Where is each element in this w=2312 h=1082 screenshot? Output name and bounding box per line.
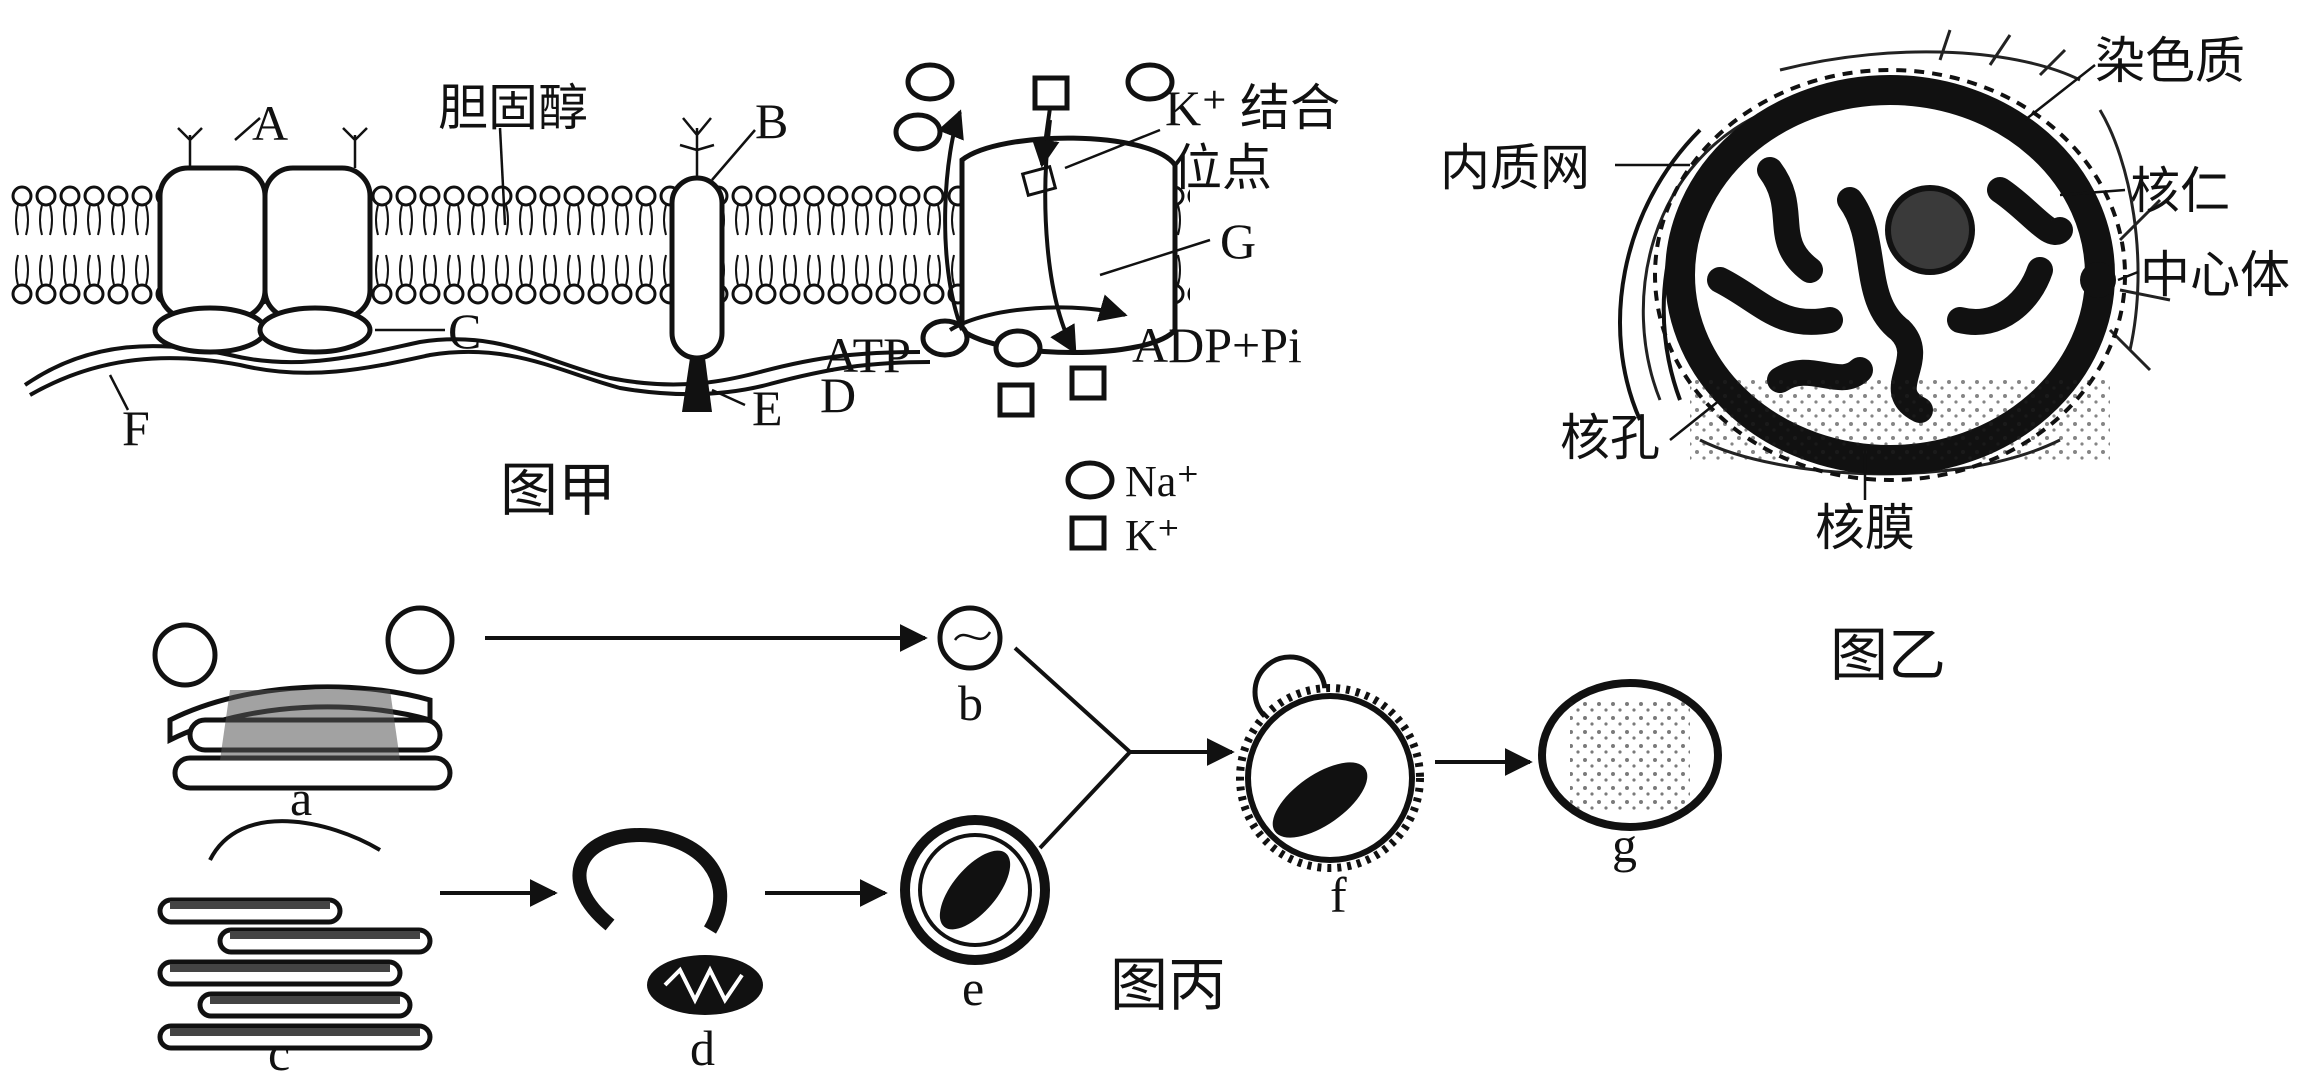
leader-b [711,129,756,181]
caption-yi: 图乙 [1830,623,1946,688]
label-adp-pi: ADP+Pi [1132,317,1302,373]
autophagosome-e-inner [918,833,1032,947]
peripheral-protein-c [152,305,373,355]
golgi-apparatus [152,605,455,791]
centrosome [2080,262,2116,298]
na-ion [905,62,955,102]
label-k-binding-site: 位点 [1172,140,1272,196]
protein-b [669,117,725,412]
label-c-organelle: c [268,1025,290,1081]
label-g: G [1220,213,1256,269]
converge-lines [1013,646,1133,850]
leader-k-site [1064,128,1161,170]
legend: Na⁺ K⁺ [1065,457,1200,560]
atp-arrow [948,294,1128,332]
leader-g [1099,238,1211,277]
label-chromatin: 染色质 [2095,33,2245,89]
autophagosome-e-mito [939,850,1011,930]
figure-jia-membrane: A 胆固醇 B C D E F G K⁺ 结合 位点 ATP ADP+Pi 图甲… [10,62,1340,560]
label-g-organelle: g [1612,817,1637,873]
leader-nucleolus [2059,188,2126,197]
figure-yi-nucleus: 染色质 内质网 核仁 中心体 核孔 核膜 图乙 [1440,29,2290,688]
leader-chromatin [2024,64,2096,121]
leader-a [234,117,261,141]
leader-cholesterol [498,127,507,226]
mitochondrion-d [647,955,763,1015]
label-nuclear-pore: 核孔 [1560,410,1660,466]
phagophore-d [572,827,728,934]
na-ion [1125,62,1175,102]
mitochondrion-d-cristae [663,965,744,1005]
label-nuclear-membrane: 核膜 [1815,500,1915,556]
label-b-organelle: b [958,675,983,731]
label-a: A [252,95,288,151]
na-ion [893,112,943,152]
caption-jia: 图甲 [500,458,616,523]
leader-e [711,388,746,407]
lysosome-b-content [953,631,992,641]
autolysosome-f-mito [1272,762,1368,838]
na-out-arrow [937,109,964,331]
label-f-organelle: f [1330,867,1347,923]
ions [893,62,1175,418]
label-k-binding: K⁺ 结合 [1165,80,1340,136]
residual-body-g-content [1570,700,1690,810]
label-centrosome: 中心体 [2140,247,2290,303]
legend-k-label: K⁺ [1125,511,1180,560]
label-atp: ATP [822,327,911,383]
label-cholesterol: 胆固醇 [438,80,588,136]
label-e: E [752,380,783,436]
k-binding-arrow [1031,107,1060,168]
label-a-organelle: a [290,770,312,826]
label-b: B [755,93,788,149]
label-e-organelle: e [962,960,984,1016]
legend-na-symbol [1065,460,1115,500]
label-c: C [448,303,481,359]
endoplasmic-reticulum [1618,128,1702,421]
autolysosome-f-ring [1245,693,1415,863]
leader-centrosome [2117,270,2139,282]
stipple-bottom [1690,380,2110,460]
label-d-organelle: d [690,1020,715,1076]
k-ion [1069,365,1107,401]
envelope-outer [1653,68,2127,482]
figure-bing-autophagy: a b c d e f g 图丙 [152,605,1722,1081]
legend-k-symbol [1069,515,1107,551]
k-ion [1032,75,1070,111]
legend-na-label: Na⁺ [1125,457,1200,506]
na-ion [920,318,970,358]
nucleolus [1885,185,1975,275]
anchor-e [682,358,712,412]
leader-pore [1669,399,1721,441]
label-f: F [122,400,150,456]
lysosome-b [937,605,1003,671]
leader-f [108,374,130,411]
label-d: D [820,367,856,423]
rough-er [157,819,433,1051]
protein-a [157,127,373,321]
k-ion [997,382,1035,418]
label-nucleolus: 核仁 [2130,163,2230,219]
na-ion [993,328,1043,368]
caption-bing: 图丙 [1110,953,1226,1018]
label-er: 内质网 [1440,140,1590,196]
cytoskeleton-fiber-2 [29,349,931,397]
